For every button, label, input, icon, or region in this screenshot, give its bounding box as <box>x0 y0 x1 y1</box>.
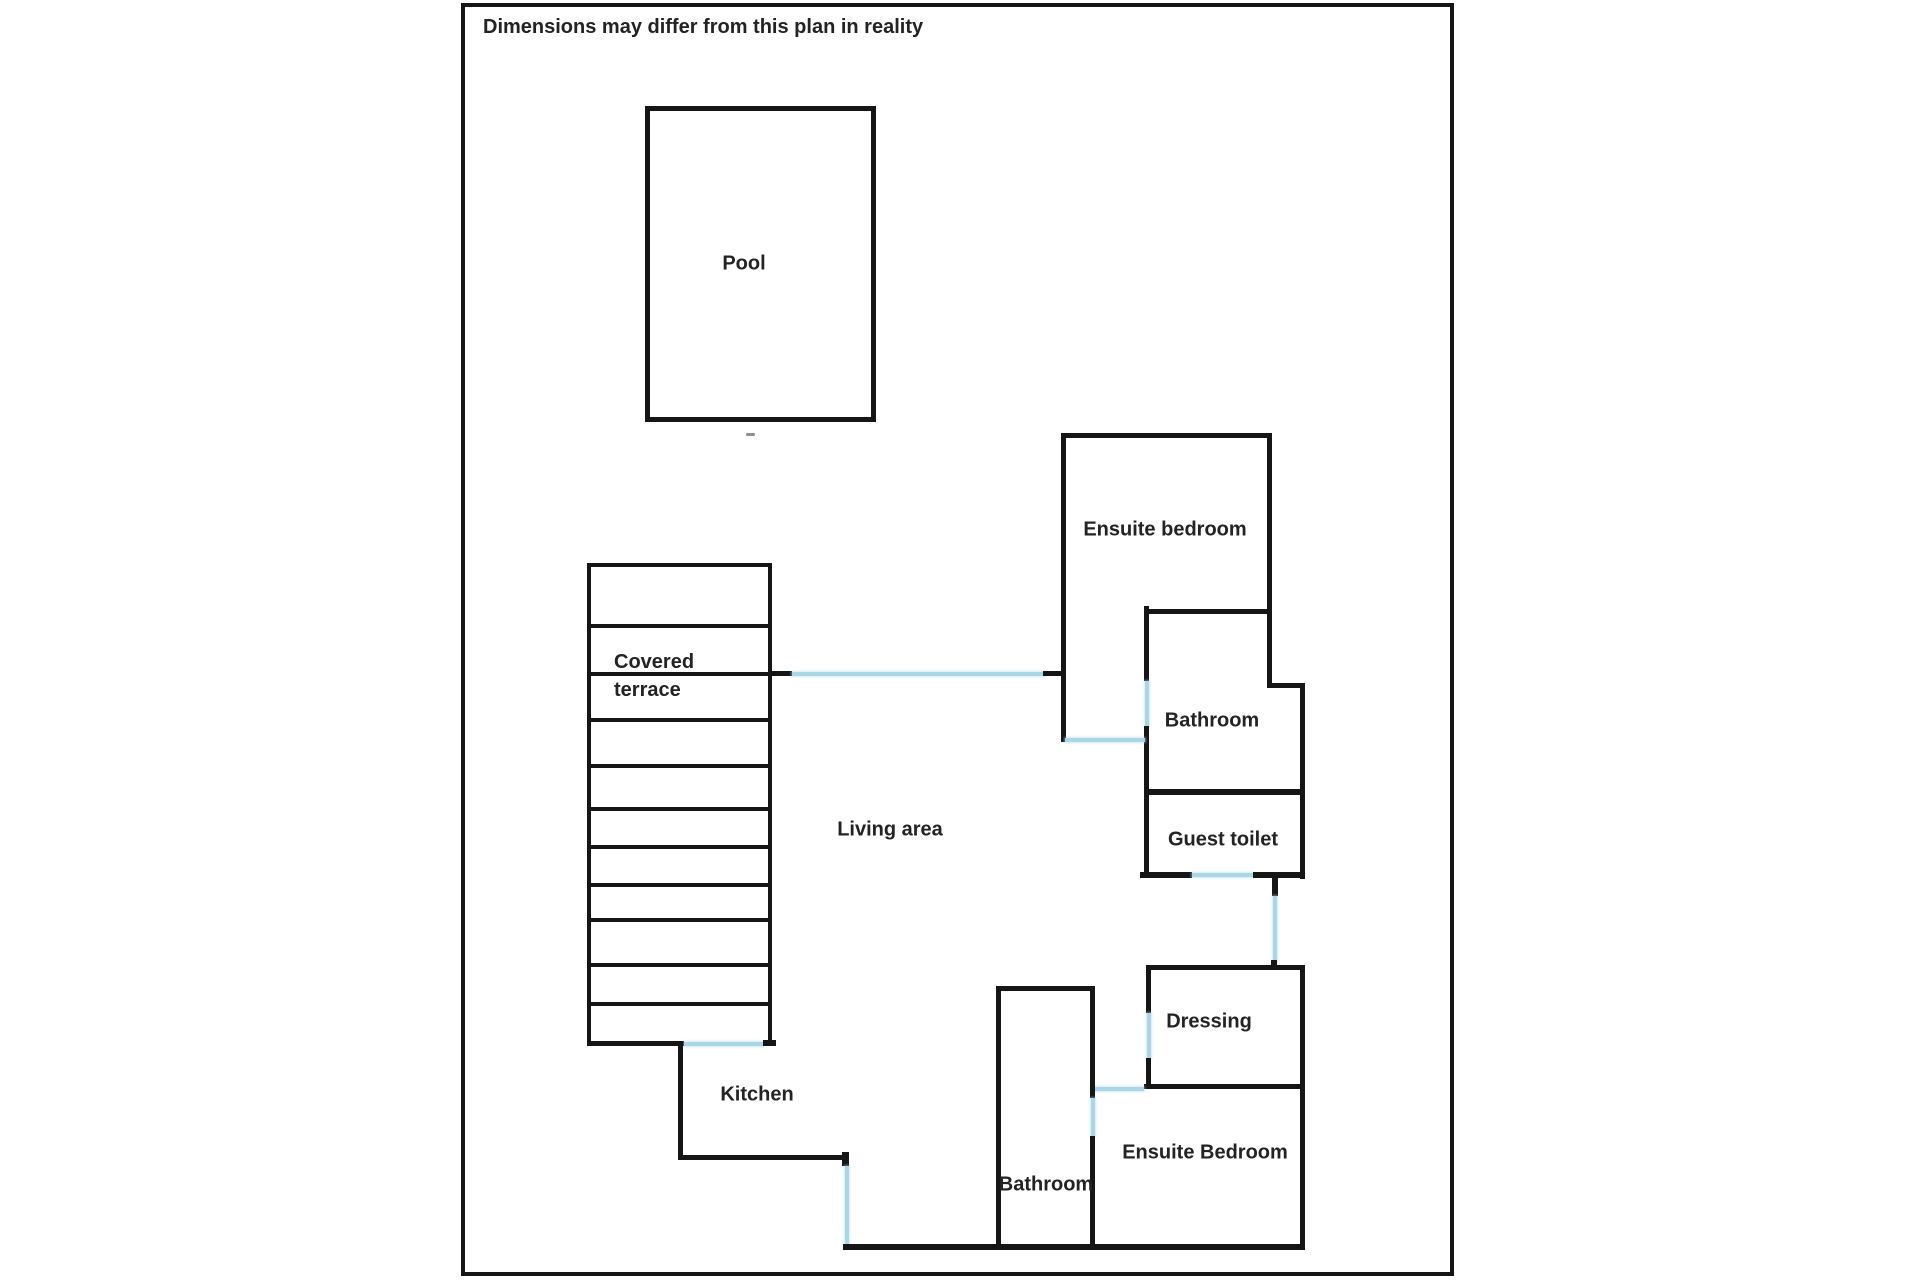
terrace-step-line <box>591 963 768 967</box>
wall-guest-toilet-top <box>1144 789 1305 795</box>
door-corridor-opening <box>1093 1087 1144 1091</box>
wall-bathroom-left-upper <box>1144 606 1149 681</box>
covered-terrace-line2: terrace <box>614 679 681 701</box>
door-bathroom2 <box>1091 1098 1095 1136</box>
door-guest-toilet <box>1192 873 1253 877</box>
terrace-step-line <box>591 764 768 768</box>
terrace-step-line <box>591 918 768 922</box>
wall-bathroom-top <box>1144 609 1272 614</box>
wall-terrace-bottom <box>587 1041 684 1046</box>
terrace-step-line <box>591 624 768 628</box>
wall-bathroom-right <box>1300 683 1305 879</box>
wall-dressing-bottom <box>1144 1084 1305 1089</box>
room-label-guest-toilet: Guest toilet <box>1167 828 1279 851</box>
wall-opening-right-jamb <box>1043 671 1065 676</box>
wall-guest-toilet-bottom-left <box>1140 872 1192 878</box>
pool-mark <box>746 433 755 436</box>
door-living-area-opening <box>792 672 1045 676</box>
pool-outline <box>645 106 876 422</box>
wall-bathroom2-right-upper <box>1090 988 1095 1098</box>
wall-guest-toilet-bottom-right <box>1253 872 1305 878</box>
door-kitchen-entry <box>845 1166 849 1244</box>
room-label-ensuite-bedroom-top: Ensuite bedroom <box>1083 518 1247 541</box>
room-label-pool: Pool <box>722 252 766 275</box>
plot-border <box>461 3 1454 1276</box>
wall-bathroom-left-lower <box>1144 726 1149 794</box>
terrace-step-line <box>591 1002 768 1006</box>
door-hall-opening <box>1065 738 1145 742</box>
covered-terrace-line1: Covered <box>614 651 695 673</box>
wall-kitchen-jamb <box>842 1152 849 1166</box>
disclaimer-text: Dimensions may differ from this plan in … <box>483 16 924 38</box>
terrace-step-line <box>591 883 768 887</box>
covered-terrace-outline <box>587 563 772 1043</box>
door-bathroom-top <box>1145 681 1149 726</box>
wall-kitchen-left <box>678 1041 683 1160</box>
terrace-step-line <box>591 807 768 811</box>
room-label-kitchen: Kitchen <box>720 1083 794 1106</box>
wall-passage-top-jamb <box>1272 872 1278 896</box>
room-label-bathroom-top: Bathroom <box>1164 709 1260 732</box>
room-label-dressing: Dressing <box>1166 1010 1252 1033</box>
wall-bathroom2-left <box>996 986 1001 1249</box>
wall-terrace-bottom-corner <box>763 1040 776 1046</box>
wall-dressing-left-lower <box>1146 1058 1151 1089</box>
room-label-ensuite-bedroom-bottom: Ensuite Bedroom <box>1122 1141 1288 1164</box>
wall-guest-toilet-left <box>1144 789 1149 877</box>
room-label-living-area: Living area <box>837 818 943 841</box>
wall-dressing-top <box>1146 965 1305 970</box>
terrace-step-line <box>591 845 768 849</box>
wall-bottom-outer <box>843 1244 1305 1250</box>
door-terrace-kitchen <box>684 1042 763 1046</box>
wall-right-outer <box>1300 965 1305 1249</box>
wall-ensuite-left <box>1061 433 1066 742</box>
wall-bathroom2-top <box>996 986 1095 991</box>
door-dressing <box>1147 1013 1151 1058</box>
wall-bathroom2-right-lower <box>1090 1136 1095 1248</box>
door-passage-dressing <box>1273 896 1277 962</box>
room-label-bathroom-bottom: Bathroom <box>998 1173 1094 1196</box>
wall-opening-left-jamb <box>772 671 792 676</box>
wall-ensuite-top <box>1061 433 1272 438</box>
wall-kitchen-bottom <box>678 1155 846 1160</box>
terrace-step-line <box>591 718 768 722</box>
wall-step-right <box>1267 683 1305 688</box>
wall-ensuite-right <box>1267 433 1272 687</box>
room-label-covered-terrace: Covered terrace <box>614 648 694 704</box>
terrace-step-line <box>591 672 768 676</box>
wall-dressing-left-upper <box>1146 965 1151 1013</box>
